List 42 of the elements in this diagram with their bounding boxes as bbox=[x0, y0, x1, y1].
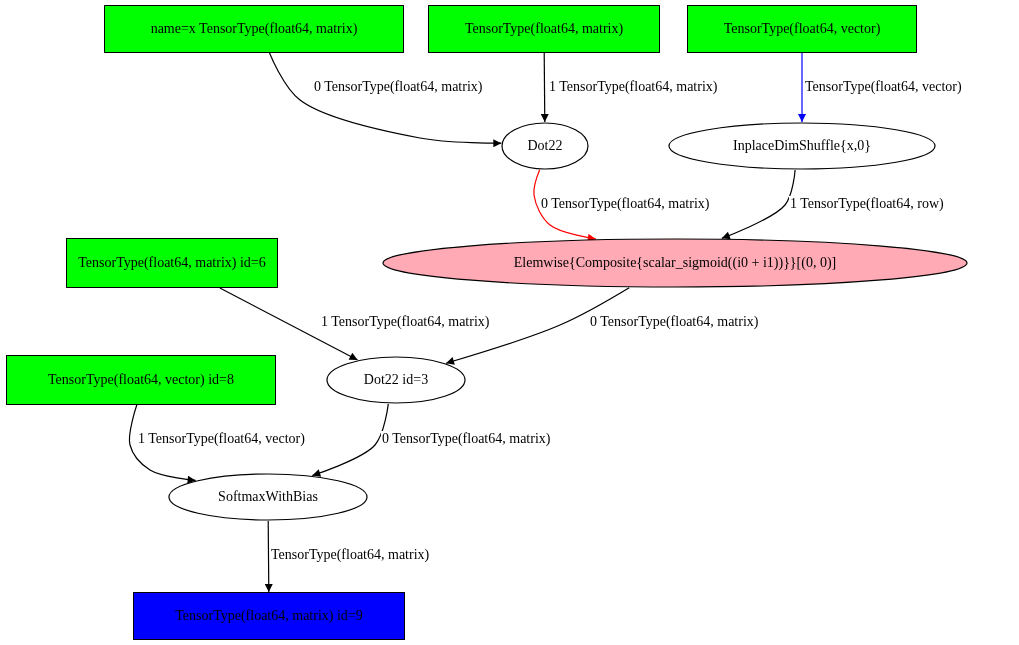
operation-ellipse bbox=[668, 122, 936, 170]
input-box bbox=[6, 355, 276, 405]
node-label: TensorType(float64, matrix) id=9 bbox=[175, 608, 363, 624]
input-box bbox=[104, 5, 404, 53]
arrow bbox=[721, 169, 796, 240]
edge-label: 1 TensorType(float64, matrix) bbox=[320, 314, 491, 330]
operation-ellipse bbox=[382, 238, 968, 288]
edge-label: 0 TensorType(float64, matrix) bbox=[540, 196, 711, 212]
node-label: TensorType(float64, matrix) id=6 bbox=[78, 255, 266, 271]
edge-label: 1 TensorType(float64, row) bbox=[789, 196, 945, 212]
arrow bbox=[445, 287, 630, 365]
edge-label: 0 TensorType(float64, matrix) bbox=[589, 314, 760, 330]
output-box bbox=[133, 592, 405, 640]
node-label: InplaceDimShuffle{x,0} bbox=[733, 138, 871, 154]
input-box bbox=[687, 5, 917, 53]
node-label: name=x TensorType(float64, matrix) bbox=[150, 21, 358, 37]
arrow bbox=[264, 520, 273, 593]
arrow bbox=[268, 52, 502, 148]
arrow bbox=[540, 52, 549, 123]
edge-label: TensorType(float64, vector) bbox=[804, 79, 963, 95]
node-label: TensorType(float64, vector) bbox=[723, 21, 881, 37]
node-label: TensorType(float64, matrix) bbox=[464, 21, 624, 37]
arrow bbox=[128, 404, 197, 484]
arrow bbox=[311, 403, 389, 477]
edge-label: 0 TensorType(float64, matrix) bbox=[381, 431, 552, 447]
arrow bbox=[219, 287, 359, 361]
node-label: Dot22 id=3 bbox=[363, 372, 429, 388]
edge-label: 1 TensorType(float64, matrix) bbox=[548, 79, 719, 95]
input-box bbox=[66, 238, 278, 288]
node-label: Dot22 bbox=[527, 138, 563, 154]
arrow bbox=[798, 52, 806, 123]
arrow bbox=[533, 169, 597, 242]
operation-ellipse bbox=[326, 356, 466, 404]
input-box bbox=[428, 5, 660, 53]
operation-ellipse bbox=[501, 122, 589, 170]
node-label: Elemwise{Composite{scalar_sigmoid((i0 + i1))}}[(0, 0)] bbox=[513, 255, 837, 271]
operation-ellipse bbox=[168, 473, 368, 521]
edge-label: TensorType(float64, matrix) bbox=[270, 547, 431, 563]
edge-label: 0 TensorType(float64, matrix) bbox=[313, 79, 484, 95]
node-label: TensorType(float64, vector) id=8 bbox=[48, 372, 234, 388]
edge-label: 1 TensorType(float64, vector) bbox=[137, 431, 306, 447]
node-label: SoftmaxWithBias bbox=[218, 489, 318, 505]
